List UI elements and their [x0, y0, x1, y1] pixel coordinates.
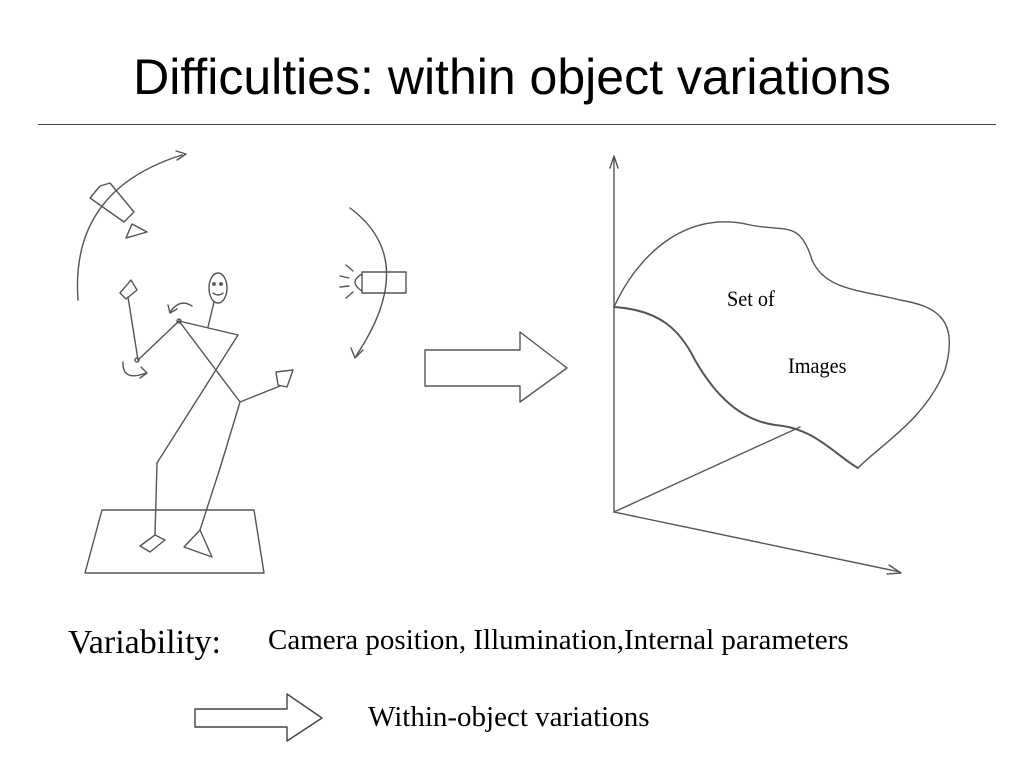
camera-icon: [89, 182, 148, 239]
conclusion-arrow-icon: [194, 693, 323, 742]
variability-label: Variability:: [68, 624, 221, 661]
camera-motion-arc: [76, 150, 187, 301]
transformation-arrow: [424, 331, 568, 403]
manifold-label-set-of: Set of: [727, 286, 775, 311]
conclusion-text: Within-object variations: [368, 701, 650, 733]
slide-title: Difficulties: within object variations: [133, 49, 891, 105]
light-motion-arc: [349, 207, 388, 359]
title-divider: [38, 124, 996, 125]
stick-figure: [119, 272, 294, 558]
image-manifold: [613, 221, 951, 469]
axes: [609, 155, 902, 575]
lamp-icon: [339, 264, 407, 299]
ground-plane: [84, 509, 265, 574]
manifold-label-images: Images: [788, 353, 847, 378]
variability-factors: Camera position, Illumination,Internal p…: [268, 624, 849, 656]
